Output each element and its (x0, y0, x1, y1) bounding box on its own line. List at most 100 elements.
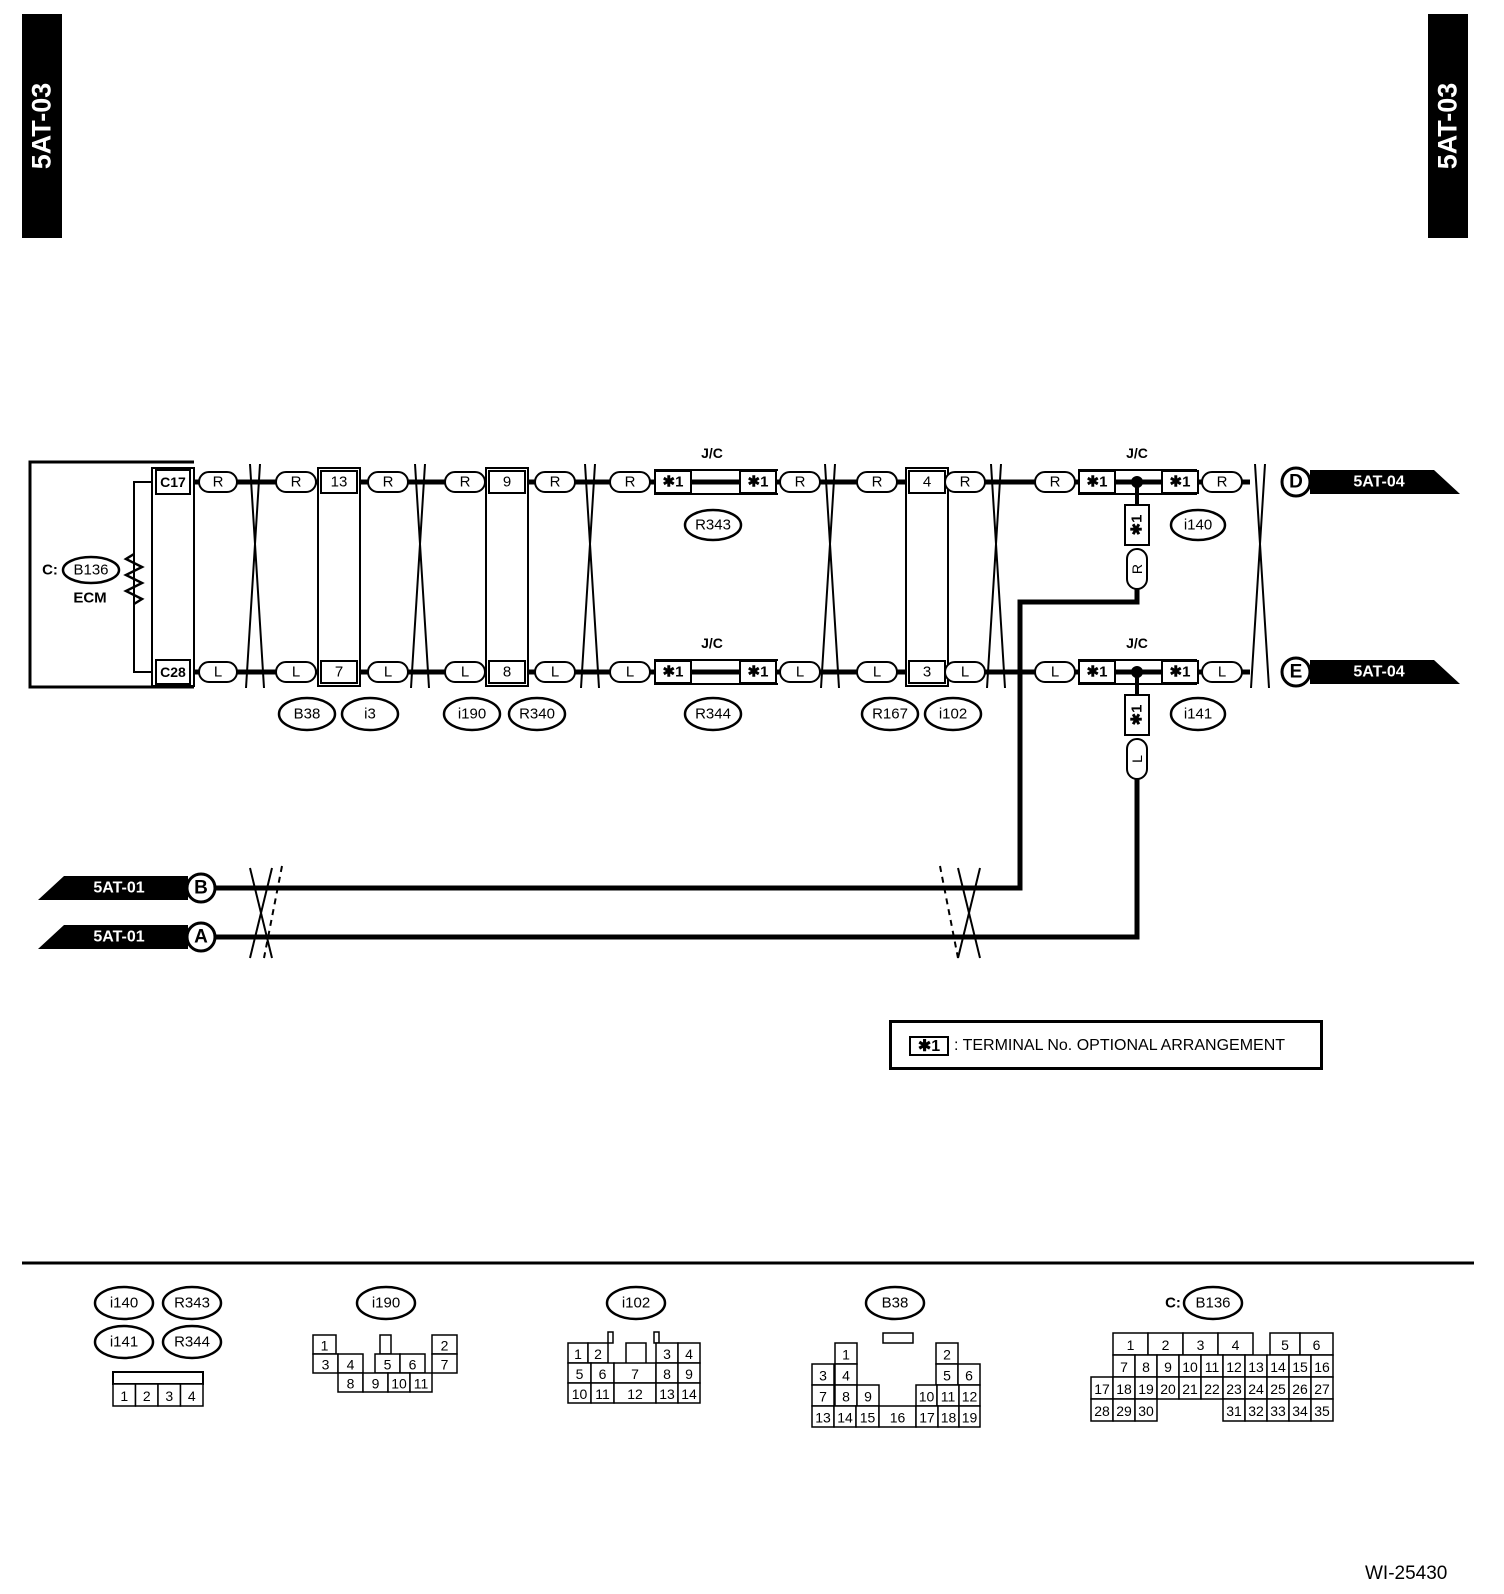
face-b38-pin-text: 16 (890, 1410, 906, 1426)
wire-color-label (856, 471, 898, 493)
harness-break-mark (584, 463, 600, 689)
face-b136-pin-text: 28 (1094, 1403, 1110, 1419)
connector-name-r167-text: R167 (872, 706, 908, 723)
harness-break-mark (990, 463, 1006, 689)
face-i102-key (607, 1331, 614, 1344)
connector-name-r344 (683, 696, 743, 732)
wire-color-label-text: R (213, 474, 224, 491)
face-i102-pin-text: 2 (594, 1346, 602, 1362)
face-i190-pin (431, 1353, 458, 1374)
face-b136-pin-text: 30 (1138, 1403, 1154, 1419)
wire-color-label-text: R (625, 474, 636, 491)
face-name-r343-text: R343 (174, 1295, 210, 1312)
face-name-i141-text: i141 (110, 1334, 138, 1351)
harness-break-mark (263, 865, 283, 959)
face-b136-pin-text: 32 (1248, 1403, 1264, 1419)
wire-color-label-text: R (1050, 474, 1061, 491)
connector-b38-i3-pin-upper-text: 13 (331, 474, 348, 491)
face-b136-prefix: C: (1165, 1295, 1181, 1312)
face-b136-pin (1134, 1398, 1158, 1422)
face-b38-pin-text: 13 (815, 1410, 831, 1426)
jc-optional-terminal-vertical-text: ✱1 (1129, 515, 1146, 536)
harness-break-mark (245, 463, 261, 689)
face-b38-pin-text: 15 (860, 1410, 876, 1426)
connector-i190-r340-pin-upper (488, 470, 526, 494)
jc-optional-terminal-text: ✱1 (1170, 474, 1191, 491)
wire-color-label (367, 471, 409, 493)
harness-break-mark (820, 463, 836, 689)
connector-b38-i3-body (317, 467, 361, 687)
face-name-i140-text: i140 (110, 1295, 138, 1312)
face-i102-pin-text: 5 (576, 1366, 584, 1382)
jc-label: J/C (701, 445, 723, 461)
face-i190-pin-text: 2 (441, 1338, 449, 1354)
face-b136-pin-text: 1 (1127, 1337, 1135, 1353)
wire-color-label (856, 661, 898, 683)
connector-i190-r340-pin-lower (488, 660, 526, 684)
ecm-prefix: C: (42, 562, 58, 579)
face-i190-pin-text: 4 (347, 1357, 355, 1373)
wire-color-label (1034, 471, 1076, 493)
wire-color-label (609, 661, 651, 683)
connector-name-i102 (923, 696, 983, 732)
wire-branch-a (214, 779, 1140, 940)
connector-name-b38 (277, 696, 337, 732)
face-name-i141 (93, 1324, 155, 1360)
face-name-r343 (161, 1285, 223, 1321)
face-b38-pin-text: 17 (919, 1410, 935, 1426)
offpage-a-circle-text: A (194, 927, 208, 948)
harness-break-mark (1254, 463, 1270, 689)
ecm-connector-oval (61, 555, 121, 585)
ecm-connector-block (151, 467, 195, 687)
wire-color-label-text: R (795, 474, 806, 491)
harness-break-mark (414, 463, 430, 689)
face-i102-key (653, 1331, 660, 1344)
jc-optional-terminal-vertical-text: ✱1 (1129, 705, 1146, 726)
face-i102-pin-text: 1 (574, 1346, 582, 1362)
face-jc-pin-text: 4 (188, 1388, 196, 1404)
face-b38-pin-text: 7 (819, 1389, 827, 1405)
face-i190-pin-text: 6 (409, 1357, 417, 1373)
harness-break-mark (986, 463, 1002, 689)
wire-color-label-text: L (551, 664, 559, 681)
face-b136-pin-text: 20 (1160, 1381, 1176, 1397)
face-name-r344-text: R344 (174, 1334, 210, 1351)
jc-optional-terminal-text: ✱1 (1170, 664, 1191, 681)
wire-color-label (944, 661, 986, 683)
face-i190-pin-text: 5 (384, 1357, 392, 1373)
harness-break-mark (957, 867, 981, 959)
harness-break-mark (580, 463, 596, 689)
face-b38-pin (958, 1405, 981, 1428)
wire-color-label-text: L (626, 664, 634, 681)
face-i102-pin-text: 3 (663, 1346, 671, 1362)
face-b136-pin-text: 2 (1162, 1337, 1170, 1353)
connector-name-i141 (1169, 696, 1227, 732)
face-i190-pin-text: 3 (322, 1357, 330, 1373)
face-b136-pin-text: 4 (1232, 1337, 1240, 1353)
face-b136-pin-text: 35 (1314, 1403, 1330, 1419)
connector-i190-r340-pin-upper-text: 9 (503, 474, 511, 491)
face-name-i190 (355, 1285, 417, 1321)
face-b136-pin-text: 26 (1292, 1381, 1308, 1397)
face-name-i140 (93, 1285, 155, 1321)
connector-i190-r340-pin-lower-text: 8 (503, 664, 511, 681)
jc-optional-terminal-text: ✱1 (748, 664, 769, 681)
face-b136-pin-text: 34 (1292, 1403, 1308, 1419)
face-name-b38 (864, 1285, 926, 1321)
jc-optional-terminal (739, 470, 777, 494)
offpage-d-arrow (1310, 470, 1460, 494)
face-b38-pin-text: 4 (842, 1368, 850, 1384)
face-name-i102-text: i102 (622, 1295, 650, 1312)
face-i102-pin-text: 14 (681, 1386, 697, 1402)
offpage-d-arrow-text: 5AT-04 (1353, 474, 1404, 491)
ecm-pin-upper: C17 (160, 474, 186, 490)
offpage-e-arrow-text: 5AT-04 (1353, 664, 1404, 681)
face-i190-pin-text: 9 (372, 1376, 380, 1392)
face-name-i190-text: i190 (372, 1295, 400, 1312)
offpage-e-arrow (1310, 660, 1460, 684)
jc-optional-terminal-text: ✱1 (663, 474, 684, 491)
page-tab-right: 5AT-03 (1428, 14, 1468, 238)
wire-color-label (1201, 661, 1243, 683)
wire-color-label (198, 471, 238, 493)
face-b136-pin-text: 12 (1226, 1359, 1242, 1375)
